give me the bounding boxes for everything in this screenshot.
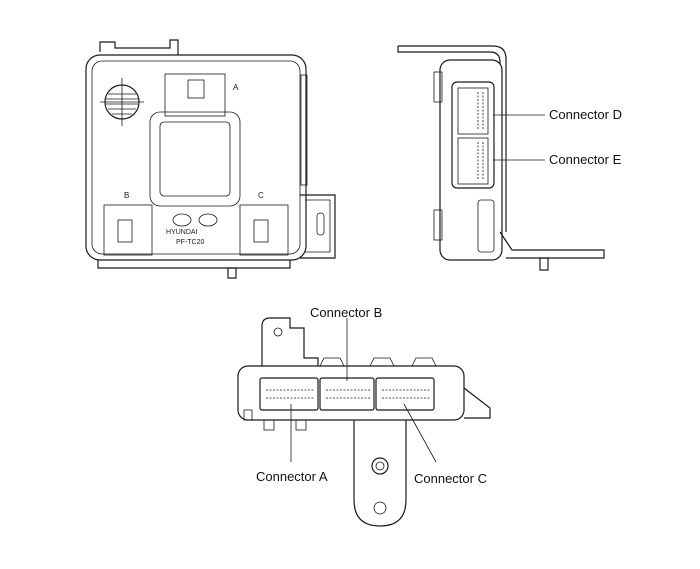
connector-b-pins [326, 389, 370, 399]
bottom-view-module [237, 317, 491, 527]
front-view-module: A B C HYUNDAI PF-TC20 [85, 39, 336, 279]
label-connector-a: Connector A [256, 469, 328, 484]
label-connector-b: Connector B [310, 305, 382, 320]
side-view-module [397, 45, 605, 271]
connector-c-leader [403, 403, 437, 463]
slot-c-marking: C [258, 191, 264, 200]
slot-b-marking: B [124, 191, 129, 200]
label-connector-c: Connector C [414, 471, 487, 486]
connector-d-pins [477, 92, 484, 130]
connector-a-pins [266, 389, 314, 399]
kia-logo-icon [198, 213, 218, 227]
connector-c-housing [375, 377, 435, 411]
label-connector-d: Connector D [549, 107, 622, 122]
brand-logo-icon [172, 213, 192, 227]
slot-a-marking: A [233, 83, 239, 92]
label-connector-e: Connector E [549, 152, 622, 167]
vent-grille [100, 78, 144, 126]
model-marking: PF-TC20 [176, 239, 205, 246]
connector-e-pins [477, 142, 484, 180]
connector-c-pins [382, 389, 430, 399]
connector-b-housing [319, 377, 375, 411]
connector-a-housing [259, 377, 319, 411]
brand-marking: HYUNDAI [166, 229, 198, 236]
connector-d-e-housing [451, 81, 495, 189]
